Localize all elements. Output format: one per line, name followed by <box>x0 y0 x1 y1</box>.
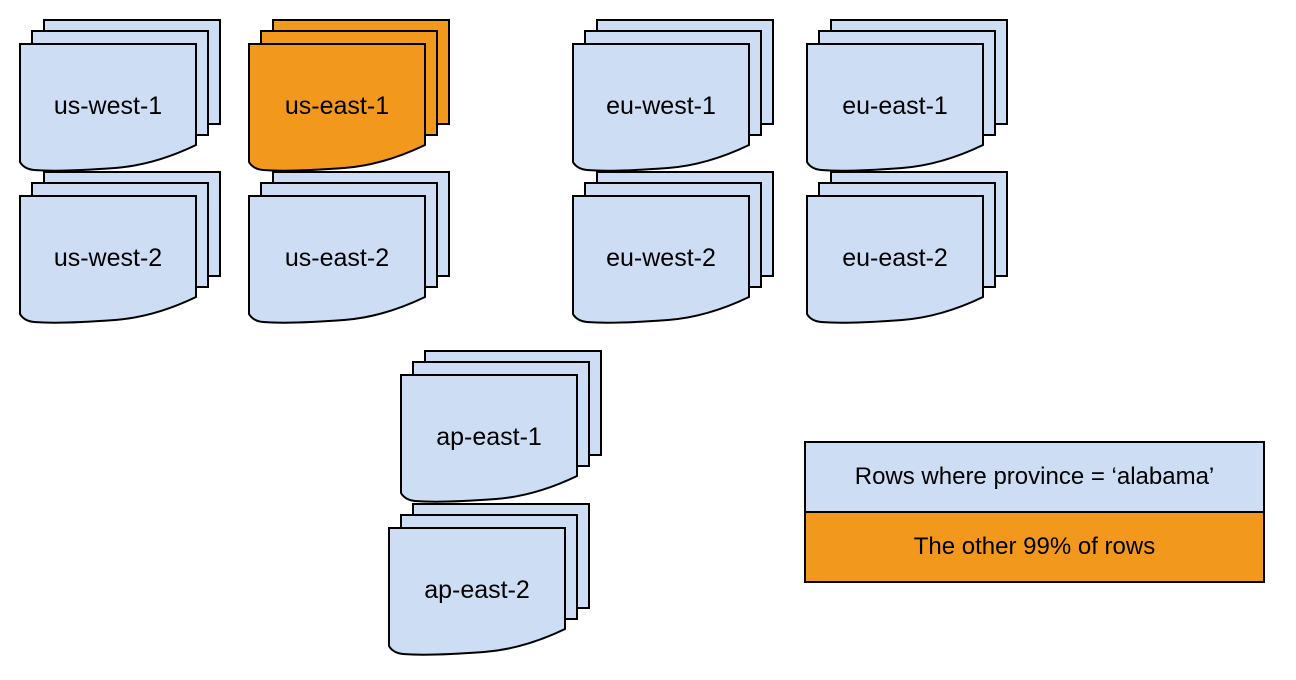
document-stack-us-west-1: us-west-1 <box>19 18 223 188</box>
document-stack-graphic: us-west-2 <box>19 171 221 324</box>
document-stack-eu-east-1: eu-east-1 <box>806 18 1010 188</box>
stack-label: us-west-2 <box>54 244 162 272</box>
front-document-sheet <box>19 195 197 324</box>
document-stack-graphic: eu-east-2 <box>806 171 1008 324</box>
stack-label: ap-east-2 <box>424 576 530 604</box>
document-stack-graphic: eu-west-1 <box>572 19 774 172</box>
document-stack-graphic: ap-east-1 <box>400 350 602 503</box>
document-stack-us-west-2: us-west-2 <box>19 170 223 340</box>
stack-label: ap-east-1 <box>436 423 542 451</box>
legend-row-province-rows: Rows where province = ‘alabama’ <box>806 443 1263 511</box>
front-document-sheet <box>248 43 426 172</box>
front-document-sheet <box>388 527 566 656</box>
document-stack-graphic: us-east-1 <box>248 19 450 172</box>
document-stack-ap-east-2: ap-east-2 <box>388 502 592 672</box>
stack-label: eu-east-2 <box>842 244 948 272</box>
document-stack-graphic: ap-east-2 <box>388 503 590 656</box>
front-document-sheet <box>572 43 750 172</box>
stack-label: eu-east-1 <box>842 92 948 120</box>
front-document-sheet <box>806 195 984 324</box>
front-document-sheet <box>572 195 750 324</box>
legend-label-province-rows: Rows where province = ‘alabama’ <box>854 463 1215 490</box>
front-document-sheet <box>248 195 426 324</box>
stack-label: us-east-1 <box>285 92 389 120</box>
legend-row-other-rows: The other 99% of rows <box>806 511 1263 581</box>
document-stack-graphic: eu-west-2 <box>572 171 774 324</box>
document-stack-eu-east-2: eu-east-2 <box>806 170 1010 340</box>
legend: Rows where province = ‘alabama’ The othe… <box>804 441 1265 583</box>
legend-label-other-rows: The other 99% of rows <box>913 533 1156 560</box>
front-document-sheet <box>400 374 578 503</box>
stack-label: eu-west-2 <box>606 244 716 272</box>
document-stack-graphic: us-west-1 <box>19 19 221 172</box>
document-stack-eu-west-2: eu-west-2 <box>572 170 776 340</box>
document-stack-us-east-2: us-east-2 <box>248 170 452 340</box>
document-stack-graphic: eu-east-1 <box>806 19 1008 172</box>
document-stack-graphic: us-east-2 <box>248 171 450 324</box>
document-stack-ap-east-1: ap-east-1 <box>400 349 604 519</box>
document-stack-us-east-1: us-east-1 <box>248 18 452 188</box>
stack-label: eu-west-1 <box>606 92 716 120</box>
stack-label: us-east-2 <box>285 244 389 272</box>
stack-label: us-west-1 <box>54 92 162 120</box>
front-document-sheet <box>806 43 984 172</box>
front-document-sheet <box>19 43 197 172</box>
document-stack-eu-west-1: eu-west-1 <box>572 18 776 188</box>
